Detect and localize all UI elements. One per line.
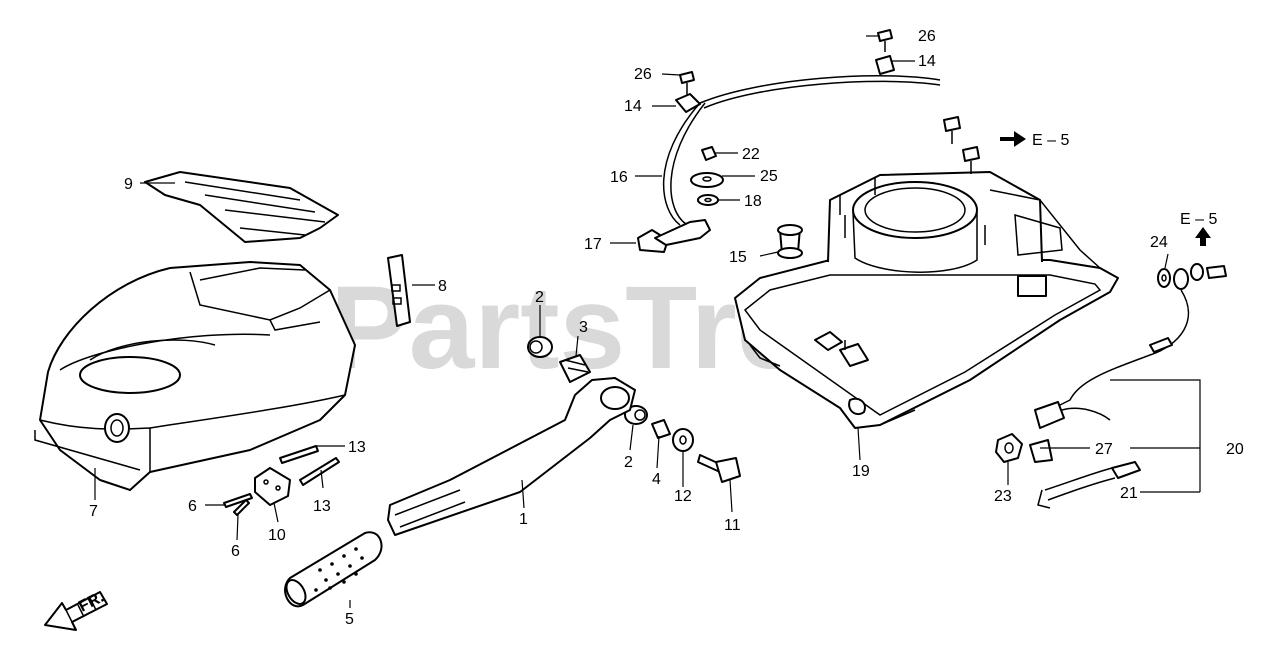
callout-11: 11 — [724, 517, 741, 534]
part-27-clip[interactable] — [1029, 439, 1053, 463]
callout-6-lower: 6 — [231, 543, 240, 560]
callout-25: 25 — [760, 168, 778, 185]
part-14-cable-clip-right[interactable] — [875, 55, 895, 75]
callout-2-upper: 2 — [535, 289, 544, 306]
callout-24: 24 — [1150, 234, 1168, 251]
part-11-bolt[interactable] — [697, 454, 741, 483]
part-25-washer-plate[interactable] — [690, 172, 724, 188]
part-26-bolt-right[interactable] — [877, 29, 893, 52]
leader-lines — [94, 35, 1201, 608]
part-9-vent-grille[interactable] — [144, 171, 339, 243]
part-2-bushing-left[interactable] — [527, 336, 553, 358]
reference-e5-right[interactable]: E – 5 — [1000, 131, 1069, 149]
callout-17: 17 — [584, 236, 602, 253]
callout-26-right: 26 — [918, 28, 936, 45]
part-7-top-cover[interactable] — [34, 261, 356, 491]
callout-8: 8 — [438, 278, 447, 295]
callout-22: 22 — [742, 146, 760, 163]
callout-15: 15 — [729, 249, 747, 266]
callout-3: 3 — [579, 319, 588, 336]
callout-12: 12 — [674, 488, 692, 505]
part-10-bracket[interactable] — [254, 467, 291, 506]
callout-13-upper: 13 — [348, 439, 366, 456]
part-6-pin-a[interactable] — [223, 493, 253, 508]
callout-14-left: 14 — [624, 98, 642, 115]
part-14-cable-clip-left[interactable] — [675, 93, 701, 113]
callout-1: 1 — [519, 511, 528, 528]
part-13-pin-a[interactable] — [279, 445, 319, 464]
part-26-bolt-left[interactable] — [679, 71, 695, 95]
callout-26-left: 26 — [634, 66, 652, 83]
part-17-cable-holder[interactable] — [637, 219, 711, 253]
callout-23: 23 — [994, 488, 1012, 505]
part-4-collar[interactable] — [651, 419, 671, 439]
part-23-nut[interactable] — [995, 433, 1023, 463]
callout-18: 18 — [744, 193, 762, 210]
callout-6-upper: 6 — [188, 498, 197, 515]
callout-16: 16 — [610, 169, 628, 186]
callout-5: 5 — [345, 611, 354, 628]
part-18-washer[interactable] — [697, 194, 719, 206]
part-22-nut[interactable] — [701, 146, 717, 161]
part-24-washer[interactable] — [1157, 268, 1171, 288]
callout-7: 7 — [89, 503, 98, 520]
front-direction-marker: FR. — [44, 589, 108, 631]
callout-numbers: 2 3 2 4 12 11 1 5 6 6 7 8 9 10 13 13 14 … — [89, 28, 1244, 628]
front-direction-label: FR. — [76, 589, 107, 616]
part-13-pin-b[interactable] — [299, 457, 340, 486]
callout-9: 9 — [124, 176, 133, 193]
reference-e5-right-label: E – 5 — [1032, 132, 1069, 149]
reference-e5-up-label: E – 5 — [1180, 211, 1217, 228]
base-bolt-b[interactable] — [962, 146, 980, 174]
callout-21: 21 — [1120, 485, 1138, 502]
callout-19: 19 — [852, 463, 870, 480]
part-6-pin-b[interactable] — [233, 499, 250, 516]
part-20-stop-switch-wire[interactable] — [1034, 289, 1190, 429]
callout-13-lower: 13 — [313, 498, 331, 515]
callout-14-right: 14 — [918, 53, 936, 70]
ground-terminal[interactable] — [1173, 263, 1227, 290]
part-12-washer[interactable] — [672, 428, 694, 452]
part-3-spring-bushing[interactable] — [559, 354, 591, 383]
part-21-tether-cord[interactable] — [1037, 461, 1141, 509]
callout-27: 27 — [1095, 441, 1113, 458]
base-bolt-a[interactable] — [943, 116, 961, 144]
callout-10: 10 — [268, 527, 286, 544]
part-5-grip[interactable] — [283, 531, 383, 608]
part-1-handle[interactable] — [387, 377, 636, 536]
reference-e5-up[interactable]: E – 5 — [1180, 211, 1217, 246]
part-16-cable[interactable] — [662, 75, 941, 226]
part-19-base[interactable] — [734, 171, 1119, 429]
part-15-grommet[interactable] — [777, 224, 803, 259]
callout-4: 4 — [652, 471, 661, 488]
part-8-clip[interactable] — [387, 254, 411, 327]
callout-20: 20 — [1226, 441, 1244, 458]
callout-2-lower: 2 — [624, 454, 633, 471]
